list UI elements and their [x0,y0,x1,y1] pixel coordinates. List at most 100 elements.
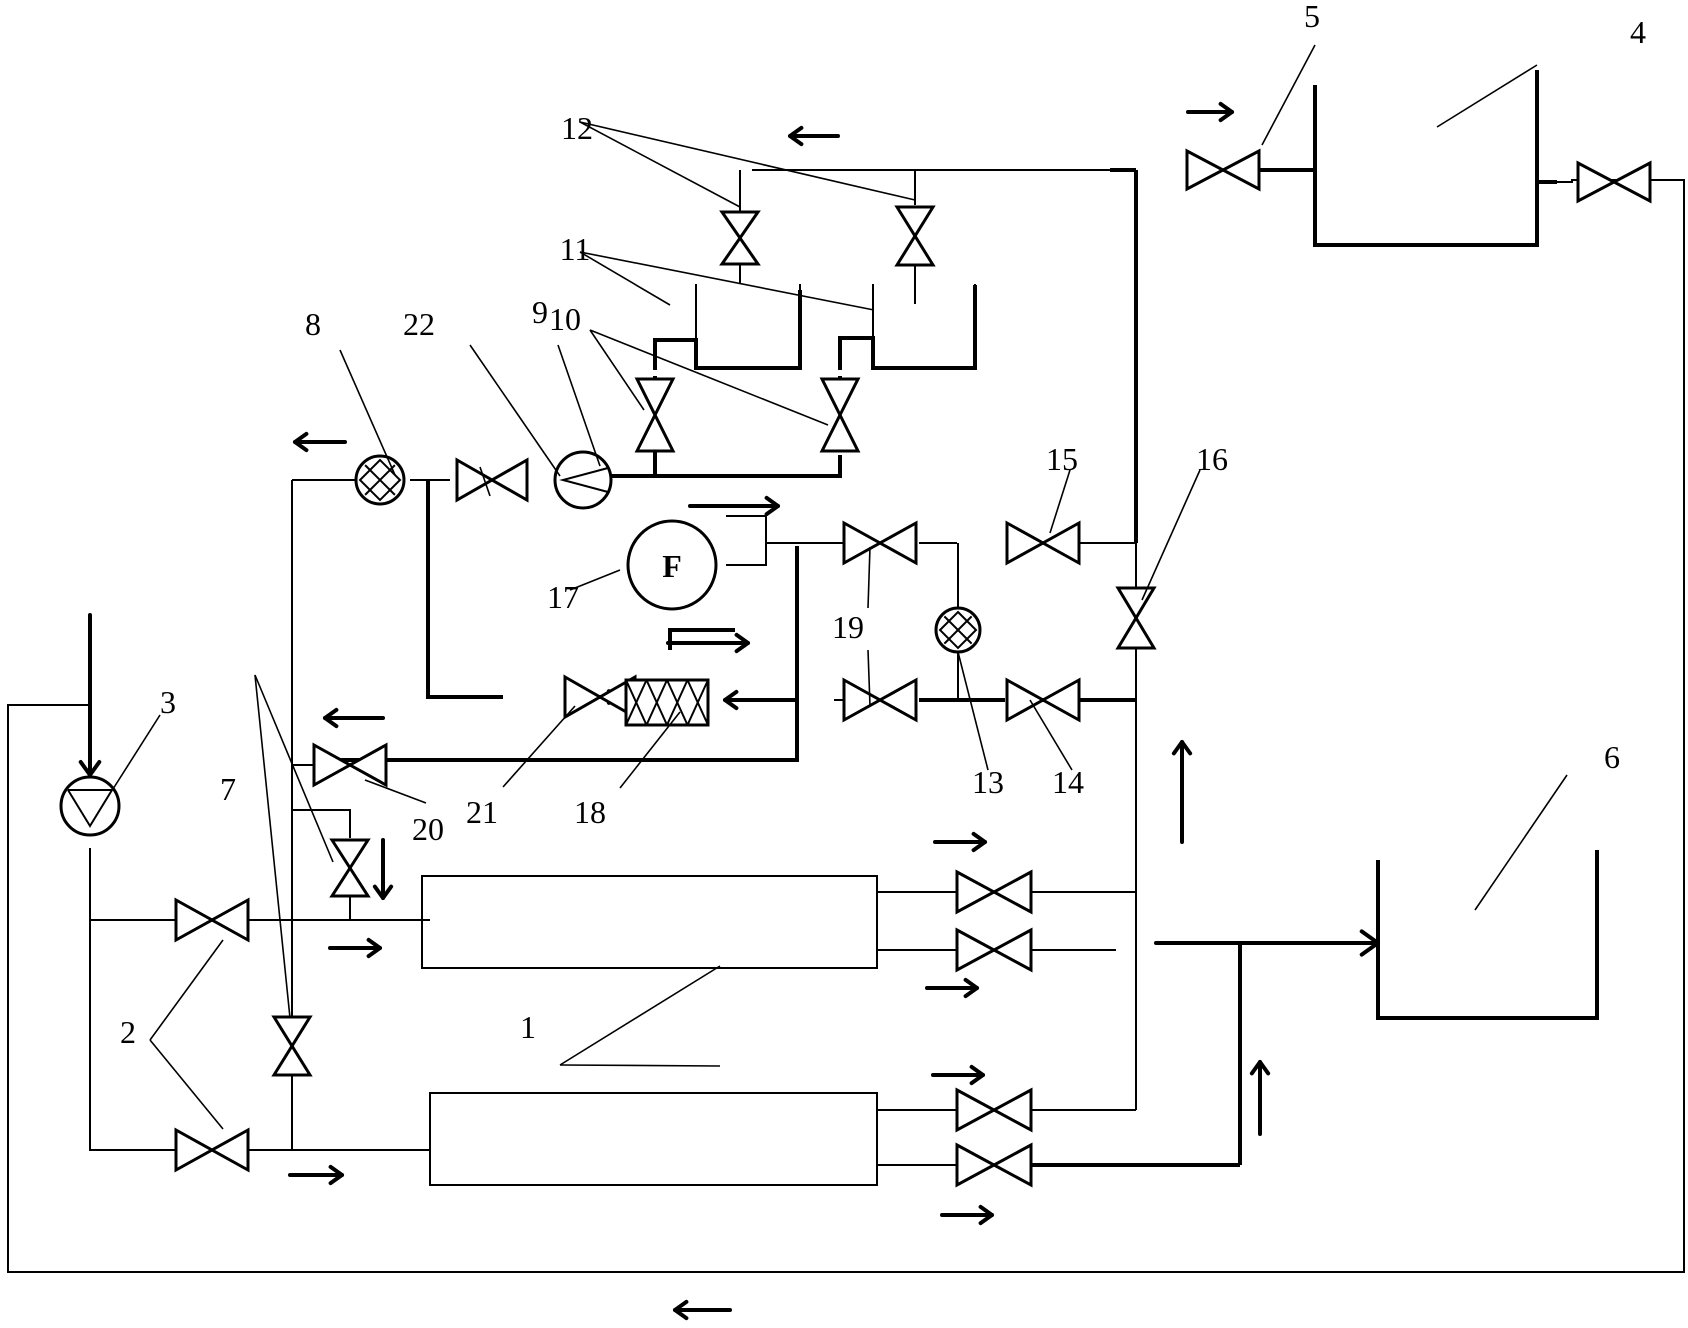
part-label-22: 22 [403,306,435,342]
tank-right [872,284,976,369]
leader-line [579,121,741,208]
part-label-12: 12 [561,110,593,146]
tank-left [695,284,801,369]
pipework [7,70,1685,1273]
flow-arrow [372,838,394,900]
part-label-6: 6 [1604,739,1620,775]
pipe [610,455,842,478]
valve-icon [1005,677,1081,723]
leader-line [557,344,601,467]
valve-icon [174,1127,250,1173]
leader-line [469,344,561,477]
flow-arrow [1249,1060,1271,1136]
valve-icon [174,897,250,943]
flow-arrow [788,125,840,147]
leader-line [867,649,871,707]
valve-icon [455,457,529,503]
part-label-20: 20 [412,811,444,847]
flow-arrow [688,495,780,517]
part-label-16: 16 [1196,441,1228,477]
part-label-21: 21 [466,794,498,830]
part-label-10: 10 [549,301,581,337]
leader-line [254,674,291,1019]
leader-line [619,711,681,789]
part-label-3: 3 [160,684,176,720]
filter-icon [624,678,710,727]
part-label-9: 9 [532,294,548,330]
flow-arrow [723,689,797,711]
valve-icon [271,1015,313,1077]
valve-icon [842,520,918,566]
leader-line [559,1064,721,1067]
part-label-11: 11 [560,231,591,267]
flow-arrow [1171,740,1193,844]
flow-arrow [293,431,347,453]
gauge-icon [934,606,982,654]
part-label-19: 19 [832,609,864,645]
leader-line [579,251,875,311]
leader-line [339,349,396,476]
leader-line [1261,44,1316,146]
flow-arrow [1186,101,1234,123]
membrane-module-lower [429,1092,878,1186]
flow-arrow [288,1164,344,1186]
membrane-module-upper [421,875,878,969]
pipe [653,290,802,370]
pipe [838,285,977,370]
leader-line [112,714,161,790]
flow-arrow [925,977,979,999]
part-label-7: 7 [220,771,236,807]
part-label-14: 14 [1052,764,1084,800]
pump-icon [559,467,609,493]
valve-icon [955,927,1033,973]
valve-icon [1005,520,1081,566]
leader-line [1436,64,1538,128]
leader-line [254,674,334,863]
flow-arrow [328,937,382,959]
part-label-1: 1 [520,1009,536,1045]
leader-line [1049,469,1071,534]
leader-line [589,329,645,411]
leader-line [149,1039,224,1130]
valve-icon [955,1087,1033,1133]
leader-line [479,466,491,497]
valve-icon [634,377,676,453]
pipe [668,628,735,650]
part-label-5: 5 [1304,0,1320,34]
part-label-15: 15 [1046,441,1078,477]
flow-arrow [1154,929,1380,957]
pipe [7,179,1685,1273]
pump-icon [553,450,613,510]
pipe [89,848,180,1151]
valve-icon [1115,586,1157,650]
flowmeter-icon [626,519,718,611]
valve-icon [1576,160,1652,204]
flow-arrow [323,707,385,729]
leader-line [1474,774,1568,911]
leader-line [1029,699,1073,771]
valve-icon [1185,148,1261,192]
flow-arrow [673,1299,732,1321]
valve-icon [329,838,371,898]
gauge-icon [354,454,406,506]
flow-arrow [666,632,750,654]
pump-icon [59,775,121,837]
pipe [726,515,767,566]
part-label-13: 13 [972,764,1004,800]
pump-icon [67,789,114,828]
valve-icon [955,869,1033,915]
leader-line [1141,469,1201,601]
leader-lines [112,44,1568,1130]
pipe [319,546,799,762]
valve-icon [719,210,761,266]
leader-line [149,939,224,1041]
component-symbols: F [59,148,1652,1188]
flowmeter-letter: F [662,548,682,584]
flow-arrow [940,1204,994,1226]
valve-icon [894,205,936,267]
pipe [426,480,503,699]
leader-line [589,329,829,426]
part-label-8: 8 [305,306,321,342]
part-label-17: 17 [547,579,579,615]
